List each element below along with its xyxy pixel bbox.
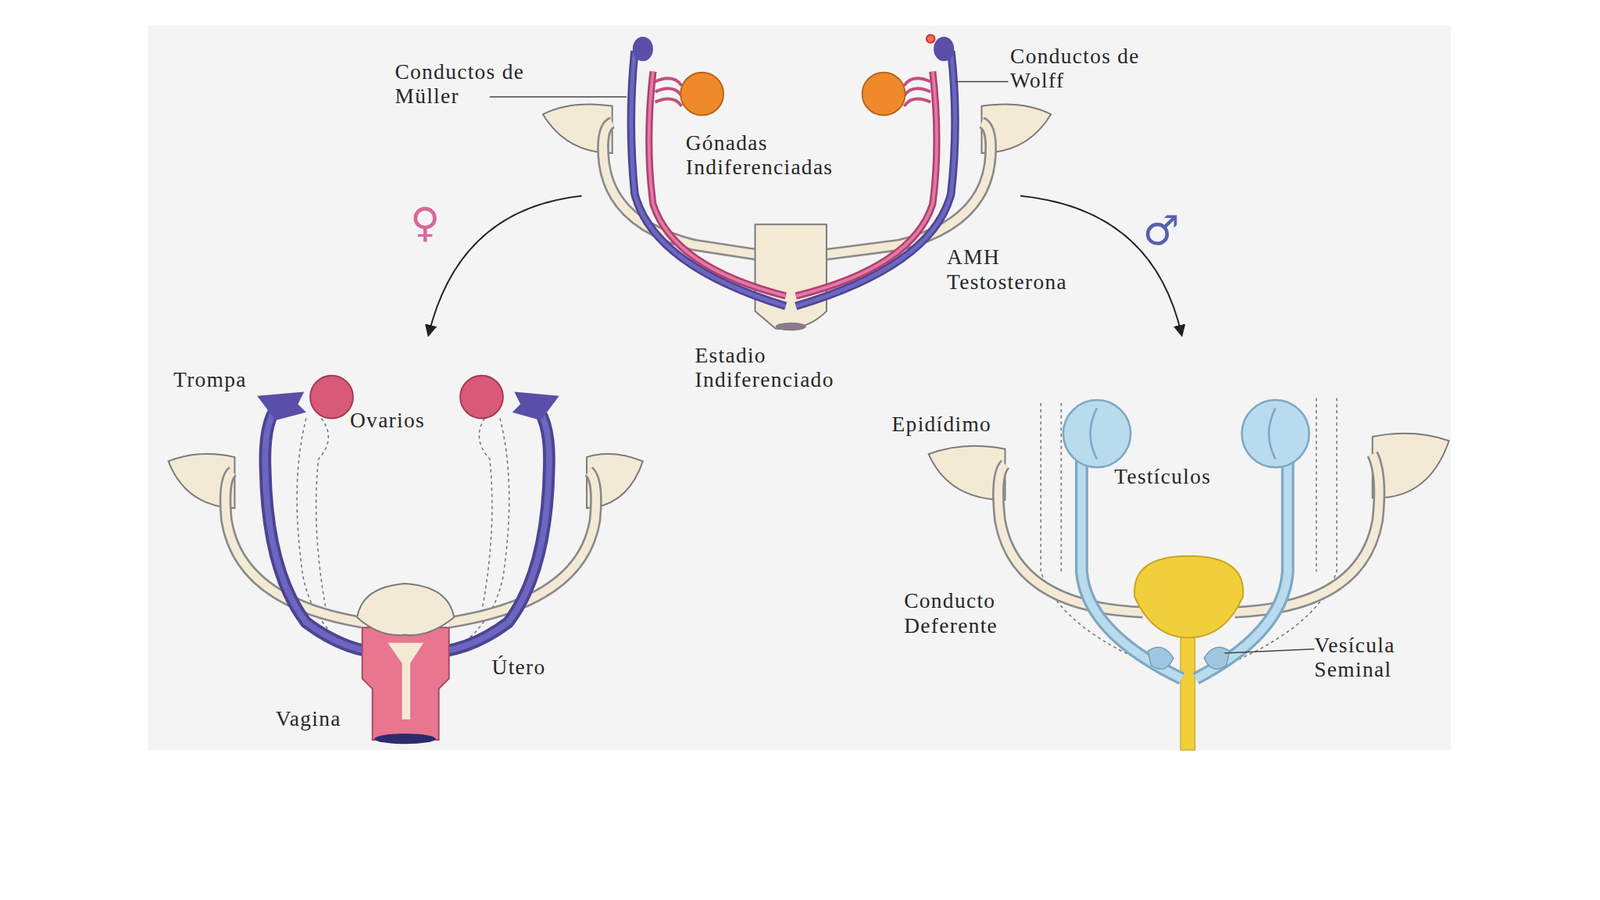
part-label: Gónadas Indiferenciadas [685, 130, 890, 180]
part-label: Vagina [275, 706, 379, 731]
part-label: Testículos [1114, 464, 1268, 489]
part-label: Conductos de Müller [394, 59, 574, 109]
sex-symbol: ♂ [1142, 207, 1204, 253]
female-development [168, 375, 643, 745]
hormone-label: AMH Testosterona [946, 244, 1100, 294]
development-arrow [428, 196, 583, 336]
part-label: Ovarios [350, 407, 483, 433]
part-label: Vesícula Seminal [1314, 632, 1447, 683]
male-development [928, 397, 1450, 750]
part-label: Epidídimo [892, 412, 1046, 437]
stage-label: Estadio Indiferenciado [694, 342, 909, 393]
panel-background [147, 25, 1451, 750]
part-label: Trompa [173, 367, 307, 392]
part-label: Conductos de Wolff [1010, 43, 1200, 93]
part-label: Conducto Deferente [903, 589, 1058, 639]
sex-symbol: ♀ [410, 200, 472, 245]
part-label: Útero [492, 655, 595, 680]
